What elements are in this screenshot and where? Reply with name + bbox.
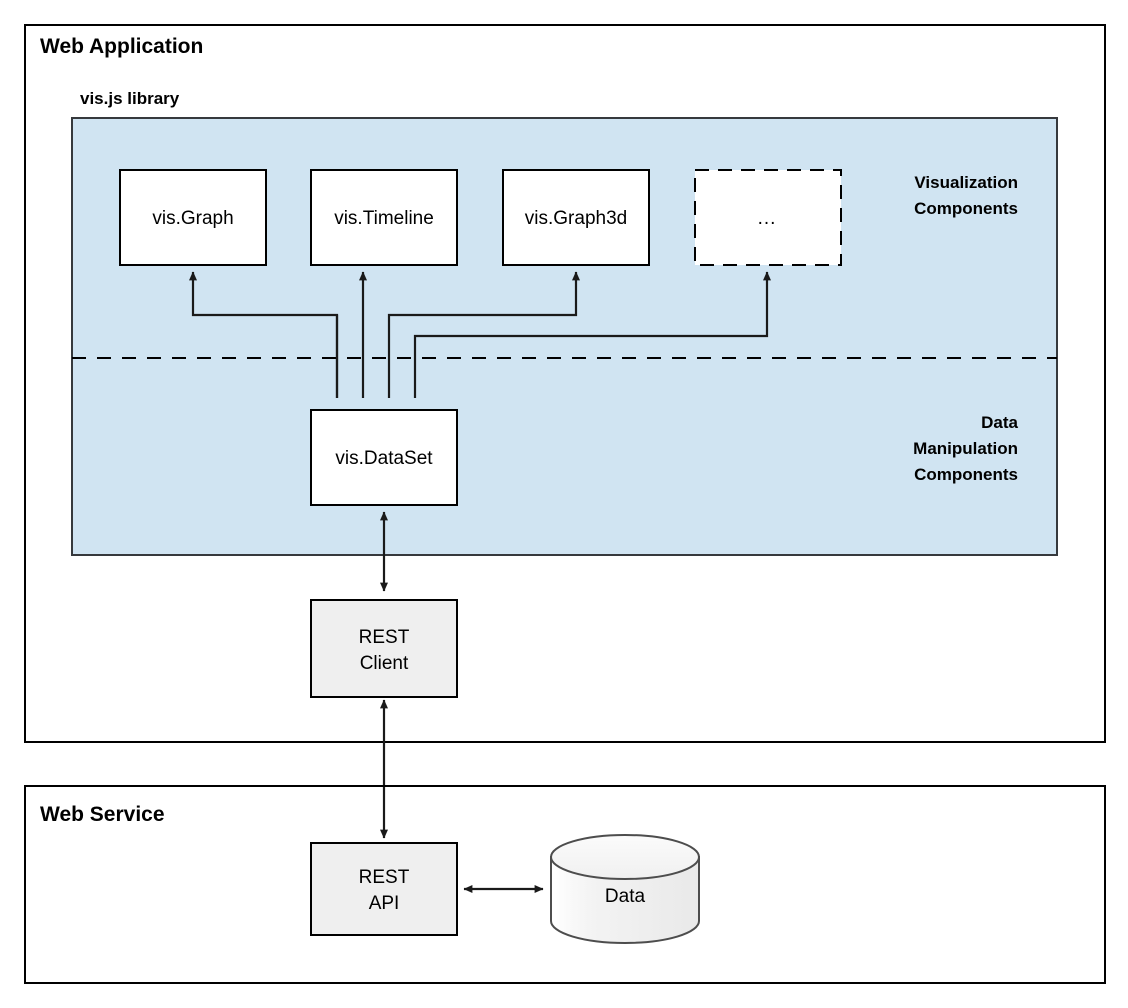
web-service-container [24, 785, 1106, 984]
node-rest-client[interactable]: REST Client [310, 599, 458, 698]
node-rest-client-box[interactable] [310, 599, 458, 698]
node-vis-graph-box[interactable] [119, 169, 267, 266]
library-title: vis.js library [80, 89, 180, 108]
node-vis-timeline-label: vis.Timeline [334, 208, 434, 229]
node-rest-api-label-line-1: REST [359, 867, 410, 888]
edge-dataset-to-vis-graph3d [387, 271, 580, 398]
node-vis-graph3d[interactable]: vis.Graph3d [502, 169, 650, 266]
node-vis-graph-label: vis.Graph [152, 208, 233, 229]
node-data-store-top[interactable] [550, 834, 700, 880]
edge-dataset-to-more-components [413, 271, 771, 398]
node-vis-graph[interactable]: vis.Graph [119, 169, 267, 266]
node-more-components-box[interactable] [694, 169, 842, 266]
node-data-store[interactable]: Data [550, 834, 700, 944]
node-rest-client-label-line-1: REST [359, 627, 410, 648]
node-vis-timeline[interactable]: vis.Timeline [310, 169, 458, 266]
node-vis-graph3d-box[interactable] [502, 169, 650, 266]
data-manipulation-label-line-3: Components [914, 465, 1018, 484]
node-rest-api-box[interactable] [310, 842, 458, 936]
web-service-title: Web Service [40, 803, 165, 826]
node-vis-dataset-box[interactable] [310, 409, 458, 506]
node-rest-client-label-line-2: Client [360, 653, 409, 674]
node-vis-dataset[interactable]: vis.DataSet [310, 409, 458, 506]
data-manipulation-label-line-1: Data [981, 413, 1018, 432]
node-more-components[interactable]: ... [694, 169, 842, 266]
web-application-container [24, 24, 1106, 743]
node-vis-dataset-label: vis.DataSet [335, 448, 433, 469]
visualization-components-label-line-2: Components [914, 199, 1018, 218]
node-vis-timeline-box[interactable] [310, 169, 458, 266]
node-more-components-label: ... [758, 208, 777, 229]
visualization-components-label-line-1: Visualization [914, 173, 1018, 192]
node-data-store-body[interactable] [550, 856, 700, 944]
data-manipulation-label-line-2: Manipulation [913, 439, 1018, 458]
web-application-title: Web Application [40, 35, 203, 58]
node-vis-graph3d-label: vis.Graph3d [525, 208, 627, 229]
node-rest-api[interactable]: REST API [310, 842, 458, 936]
node-rest-api-label-line-2: API [369, 893, 400, 914]
node-data-store-label: Data [605, 886, 646, 907]
